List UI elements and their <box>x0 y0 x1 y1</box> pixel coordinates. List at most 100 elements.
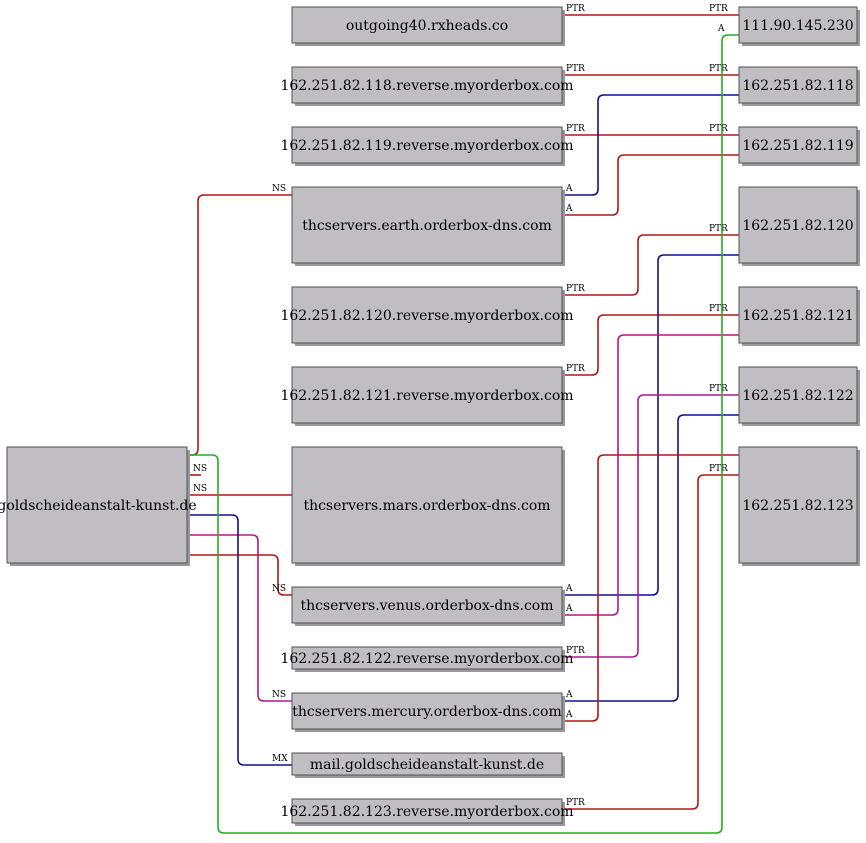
edge-label-dest: PTR <box>709 464 728 474</box>
edge-label: A <box>717 24 725 34</box>
node-label: 162.251.82.123 <box>742 498 853 514</box>
node-box[interactable] <box>738 66 858 104</box>
edge-label: NS <box>193 484 207 494</box>
node-box[interactable] <box>291 66 563 104</box>
node-earth[interactable]: thcservers.earth.orderbox-dns.com <box>291 186 565 266</box>
node-label: 162.251.82.120.reverse.myorderbox.com <box>280 308 573 324</box>
node-label: 162.251.82.120 <box>742 218 853 234</box>
node-label: 162.251.82.118 <box>742 78 853 94</box>
node-label: goldscheideanstalt-kunst.de <box>0 498 197 514</box>
node-box[interactable] <box>291 366 563 424</box>
edge-label-dest: PTR <box>709 304 728 314</box>
node-box[interactable] <box>291 798 563 824</box>
edge-gold-ip230 <box>187 34 739 834</box>
node-label: 162.251.82.122.reverse.myorderbox.com <box>280 651 573 667</box>
edge-label: A <box>565 184 573 194</box>
edge-label: MX <box>272 754 288 764</box>
edge-label: PTR <box>566 284 585 294</box>
edge-label: NS <box>272 690 286 700</box>
edge-label: NS <box>272 584 286 594</box>
node-box[interactable] <box>291 692 563 730</box>
edge-rev121-ip121 <box>562 314 739 376</box>
node-ip118[interactable]: 162.251.82.118 <box>738 66 860 106</box>
node-rev123[interactable]: 162.251.82.123.reverse.myorderbox.com <box>280 798 574 826</box>
node-label: mail.goldscheideanstalt-kunst.de <box>310 757 544 773</box>
node-label: 162.251.82.119.reverse.myorderbox.com <box>280 138 573 154</box>
edge-label: A <box>565 584 573 594</box>
node-box[interactable] <box>291 646 563 670</box>
edge-earth-ip118 <box>562 94 739 196</box>
edge-label: A <box>565 690 573 700</box>
node-gold[interactable]: goldscheideanstalt-kunst.de <box>0 446 197 566</box>
node-mars[interactable]: thcservers.mars.orderbox-dns.com <box>291 446 565 566</box>
edge-label: A <box>565 204 573 214</box>
node-ip119[interactable]: 162.251.82.119 <box>738 126 860 166</box>
edge-label-dest: PTR <box>709 124 728 134</box>
edge-label-dest: PTR <box>709 4 728 14</box>
node-ip121[interactable]: 162.251.82.121 <box>738 286 860 346</box>
edge-label-dest: PTR <box>709 64 728 74</box>
node-ip123[interactable]: 162.251.82.123 <box>738 446 860 566</box>
edge-label: NS <box>272 184 286 194</box>
edge-label: PTR <box>566 646 585 656</box>
node-rev122[interactable]: 162.251.82.122.reverse.myorderbox.com <box>280 646 574 672</box>
node-box[interactable] <box>738 446 858 564</box>
node-box[interactable] <box>738 6 858 44</box>
node-ip120[interactable]: 162.251.82.120 <box>738 186 860 266</box>
node-rev119[interactable]: 162.251.82.119.reverse.myorderbox.com <box>280 126 574 166</box>
edge-label-dest: PTR <box>709 224 728 234</box>
node-label: 162.251.82.123.reverse.myorderbox.com <box>280 804 573 820</box>
node-box[interactable] <box>6 446 188 564</box>
node-rev121[interactable]: 162.251.82.121.reverse.myorderbox.com <box>280 366 574 426</box>
node-box[interactable] <box>291 126 563 164</box>
edge-label: PTR <box>566 798 585 808</box>
node-label: thcservers.venus.orderbox-dns.com <box>300 598 553 614</box>
node-rev118[interactable]: 162.251.82.118.reverse.myorderbox.com <box>280 66 574 106</box>
node-venus[interactable]: thcservers.venus.orderbox-dns.com <box>291 586 565 626</box>
edge-mercury-ip123 <box>562 454 739 722</box>
edge-label-dest: PTR <box>709 384 728 394</box>
node-mercury[interactable]: thcservers.mercury.orderbox-dns.com <box>291 692 565 732</box>
edge-label: NS <box>193 464 207 474</box>
edge-label: A <box>565 710 573 720</box>
node-mail[interactable]: mail.goldscheideanstalt-kunst.de <box>291 752 565 778</box>
node-box[interactable] <box>738 286 858 344</box>
node-box[interactable] <box>291 186 563 264</box>
node-box[interactable] <box>291 286 563 344</box>
node-label: thcservers.mercury.orderbox-dns.com <box>292 704 561 720</box>
edge-earth-ip119 <box>562 154 739 216</box>
edge-gold-venus <box>187 554 292 596</box>
node-box[interactable] <box>738 126 858 164</box>
node-box[interactable] <box>291 446 563 564</box>
node-label: 162.251.82.121 <box>742 308 853 324</box>
node-box[interactable] <box>291 586 563 624</box>
node-box[interactable] <box>291 6 563 44</box>
edge-venus-ip121 <box>562 334 739 616</box>
node-box[interactable] <box>291 752 563 776</box>
node-label: 162.251.82.118.reverse.myorderbox.com <box>280 78 573 94</box>
edge-label: A <box>565 604 573 614</box>
edge-gold-mail <box>187 514 292 766</box>
node-outgoing40[interactable]: outgoing40.rxheads.co <box>291 6 565 46</box>
node-label: 162.251.82.119 <box>742 138 853 154</box>
edge-rev123-ip123 <box>562 474 739 810</box>
node-label: thcservers.mars.orderbox-dns.com <box>303 498 550 514</box>
edge-rev122-ip122 <box>562 394 739 658</box>
edge-gold-earth <box>187 194 292 456</box>
edge-label: PTR <box>566 4 585 14</box>
node-box[interactable] <box>738 186 858 264</box>
node-ip122[interactable]: 162.251.82.122 <box>738 366 860 426</box>
node-label: 162.251.82.121.reverse.myorderbox.com <box>280 388 573 404</box>
nodes-layer: outgoing40.rxheads.co 162.251.82.118.reve… <box>0 6 860 826</box>
node-ip230[interactable]: 111.90.145.230 <box>738 6 860 46</box>
edge-mercury-ip122 <box>562 414 739 702</box>
node-box[interactable] <box>738 366 858 424</box>
node-rev120[interactable]: 162.251.82.120.reverse.myorderbox.com <box>280 286 574 346</box>
node-label: 162.251.82.122 <box>742 388 853 404</box>
node-label: outgoing40.rxheads.co <box>346 18 508 34</box>
edge-venus-ip120 <box>562 254 739 596</box>
edge-label: PTR <box>566 124 585 134</box>
edge-label: PTR <box>566 64 585 74</box>
